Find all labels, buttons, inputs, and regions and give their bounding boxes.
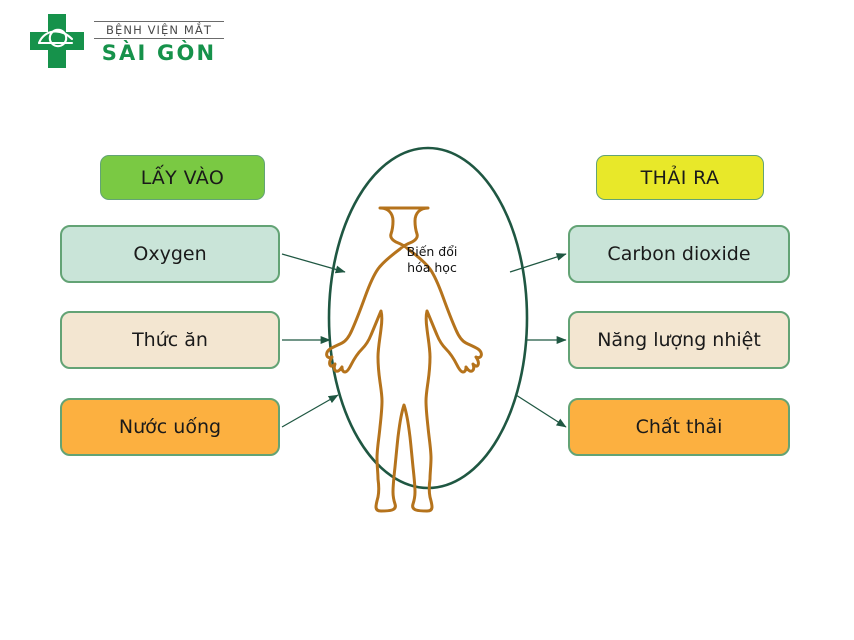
output-box-carbon-dioxide: Carbon dioxide bbox=[568, 225, 790, 283]
center-process-label: Biến đổi hóa học bbox=[389, 244, 475, 276]
arrow-water-to-body bbox=[281, 394, 339, 428]
logo-line-2: SÀI GÒN bbox=[101, 41, 217, 65]
center-label-line-1: Biến đổi bbox=[406, 244, 458, 259]
output-box-waste: Chất thải bbox=[568, 398, 790, 456]
arrow-body-to-carbon-dioxide bbox=[509, 253, 567, 273]
logo-line-1: BỆNH VIỆN MẮT bbox=[94, 21, 224, 39]
input-box-water: Nước uống bbox=[60, 398, 280, 456]
logo-wordmark: BỆNH VIỆN MẮT SÀI GÒN bbox=[94, 21, 224, 65]
center-label-line-2: hóa học bbox=[407, 260, 457, 275]
arrow-body-to-waste bbox=[515, 394, 567, 428]
input-box-food: Thức ăn bbox=[60, 311, 280, 369]
hospital-logo: BỆNH VIỆN MẮT SÀI GÒN bbox=[28, 12, 228, 74]
input-box-oxygen: Oxygen bbox=[60, 225, 280, 283]
output-box-heat-energy: Năng lượng nhiệt bbox=[568, 311, 790, 369]
header-badge-output: THẢI RA bbox=[596, 155, 764, 200]
arrow-oxygen-to-body bbox=[281, 253, 346, 274]
header-badge-intake: LẤY VÀO bbox=[100, 155, 265, 200]
eye-in-cross-icon bbox=[28, 12, 86, 70]
